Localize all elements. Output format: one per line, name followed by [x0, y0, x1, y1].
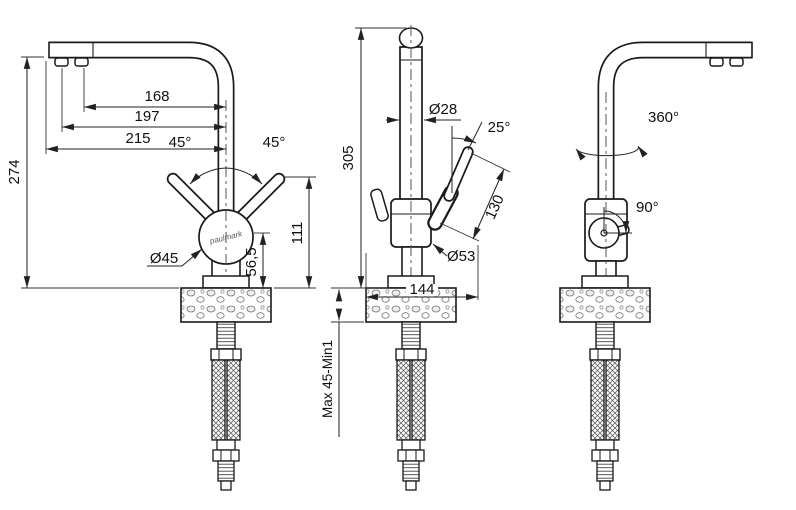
dim-90: 90° — [603, 199, 659, 234]
dim-305-label: 305 — [340, 145, 357, 170]
faucet-front-drawing — [365, 25, 474, 491]
dim-25deg-label: 25° — [488, 119, 511, 136]
dim-mount-thickness: Max 45-Min1 — [320, 287, 364, 437]
faucet-side-drawing: paulmark — [48, 41, 286, 491]
dim-274-label: 274 — [6, 159, 23, 184]
dim-45-right-label: 45° — [263, 134, 286, 151]
dim-197-label: 197 — [134, 108, 159, 125]
dim-111: 111 — [274, 176, 316, 289]
mounting-assembly — [180, 275, 272, 491]
spout-right — [597, 41, 753, 212]
front-view: 305 Ø28 25° 130 Ø53 — [320, 25, 511, 491]
dim-45-left-label: 45° — [169, 134, 192, 151]
dim-360: 360° — [575, 109, 679, 161]
mounting-assembly-right — [559, 275, 651, 491]
body-neck-front — [401, 246, 423, 278]
dim-d53: Ø53 — [432, 243, 475, 265]
dim-168-label: 168 — [144, 88, 169, 105]
dim-56-5: 56,5 — [243, 232, 270, 288]
dim-90-label: 90° — [636, 199, 659, 216]
dim-360-label: 360° — [648, 109, 679, 126]
left-view: paulmark 274 168 197 215 45° — [6, 41, 316, 491]
filter-lever — [370, 188, 389, 222]
mounting-assembly-front — [365, 275, 457, 491]
mixer-handle — [427, 146, 474, 231]
dim-144: 144 — [365, 245, 479, 301]
dim-215-label: 215 — [125, 130, 150, 147]
dim-handle-angles: 45° 45° — [169, 134, 286, 185]
spout — [48, 41, 235, 212]
right-view: 360° 90° — [559, 41, 753, 491]
aerator-nubs-right — [709, 57, 744, 67]
dim-56-5-label: 56,5 — [243, 247, 260, 276]
dim-144-label: 144 — [409, 281, 434, 298]
dim-25deg: 25° — [451, 119, 511, 193]
dim-305: 305 — [340, 27, 406, 289]
dim-d28-label: Ø28 — [429, 101, 457, 118]
dim-reach-group: 168 197 215 — [45, 61, 226, 154]
dim-130-label: 130 — [482, 192, 508, 222]
dim-body-diameter: Ø45 — [147, 248, 203, 267]
dim-mount-thickness-label: Max 45-Min1 — [320, 340, 335, 418]
aerator-nubs — [54, 57, 89, 67]
dim-111-label: 111 — [289, 222, 306, 245]
dim-d45-label: Ø45 — [150, 250, 178, 267]
dim-d53-label: Ø53 — [447, 248, 475, 265]
dim-274: 274 — [6, 56, 179, 289]
dim-d28: Ø28 — [386, 101, 461, 124]
